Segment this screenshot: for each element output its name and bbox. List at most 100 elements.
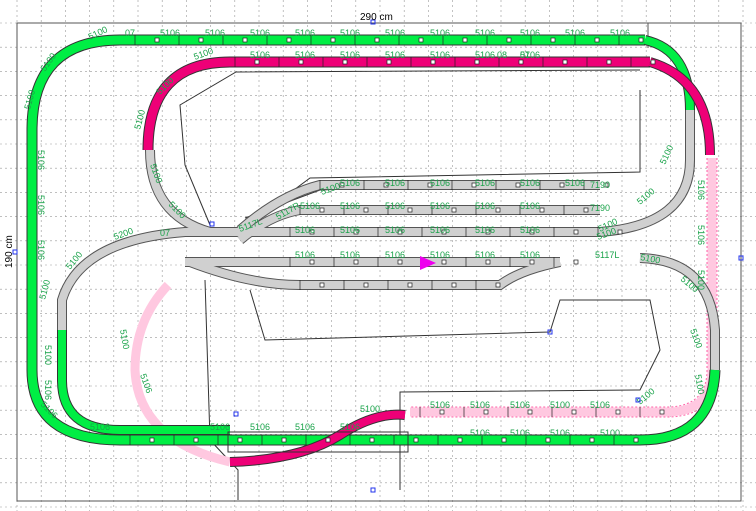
bottom-handle[interactable] <box>370 487 376 493</box>
track-piece-marker[interactable] <box>515 182 521 188</box>
track-piece-marker[interactable] <box>573 259 579 265</box>
track-piece-marker[interactable] <box>603 182 609 188</box>
track-piece-marker[interactable] <box>330 37 336 43</box>
track-label: 5106 <box>36 195 46 215</box>
track-piece-marker[interactable] <box>485 259 491 265</box>
track-piece-marker[interactable] <box>483 409 489 415</box>
track-label: 5106 <box>385 225 405 235</box>
track-piece-marker[interactable] <box>413 437 419 443</box>
track-piece-marker[interactable] <box>659 409 665 415</box>
track-label: 5106 <box>385 250 405 260</box>
track-piece-marker[interactable] <box>441 229 447 235</box>
track-label: 5106 <box>340 225 360 235</box>
track-piece-marker[interactable] <box>397 259 403 265</box>
track-piece-marker[interactable] <box>485 229 491 235</box>
planned-tracks <box>130 158 717 467</box>
height-handle[interactable] <box>12 249 18 255</box>
track-piece-marker[interactable] <box>518 59 524 65</box>
track-piece-marker[interactable] <box>457 437 463 443</box>
track-piece-marker[interactable] <box>471 182 477 188</box>
track-label: 5106 <box>565 28 585 38</box>
track-piece-marker[interactable] <box>339 182 345 188</box>
track-label: 5106 <box>430 178 450 188</box>
track-piece-marker[interactable] <box>617 229 623 235</box>
track-piece-marker[interactable] <box>545 437 551 443</box>
track-piece-marker[interactable] <box>539 207 545 213</box>
track-piece-marker[interactable] <box>462 37 468 43</box>
track-label: 5106 <box>250 28 270 38</box>
track-label: 5106 <box>430 250 450 260</box>
track-piece-marker[interactable] <box>589 437 595 443</box>
track-label: 5106 <box>610 28 630 38</box>
track-piece-marker[interactable] <box>342 59 348 65</box>
track-piece-marker[interactable] <box>559 182 565 188</box>
track-piece-marker[interactable] <box>439 409 445 415</box>
track-piece-marker[interactable] <box>319 282 325 288</box>
track-piece-marker[interactable] <box>529 259 535 265</box>
track-piece-marker[interactable] <box>606 59 612 65</box>
track-label: 5106 <box>430 50 450 60</box>
track-piece-marker[interactable] <box>501 437 507 443</box>
track-piece-marker[interactable] <box>281 437 287 443</box>
outer-loop-track <box>27 35 720 445</box>
track-piece-marker[interactable] <box>451 282 457 288</box>
track-piece-marker[interactable] <box>474 59 480 65</box>
track-piece-marker[interactable] <box>386 59 392 65</box>
track-piece-marker[interactable] <box>562 59 568 65</box>
track-label: 5100 <box>693 374 706 395</box>
track-piece-marker[interactable] <box>193 437 199 443</box>
track-piece-marker[interactable] <box>527 409 533 415</box>
track-piece-marker[interactable] <box>397 229 403 235</box>
siding-track <box>146 149 212 236</box>
track-label: 5106 <box>520 50 540 60</box>
track-piece-marker[interactable] <box>633 437 639 443</box>
track-piece-marker[interactable] <box>298 59 304 65</box>
track-piece-marker[interactable] <box>638 37 644 43</box>
track-piece-marker[interactable] <box>353 259 359 265</box>
track-piece-marker[interactable] <box>309 229 315 235</box>
track-piece-marker[interactable] <box>374 37 380 43</box>
track-piece-marker[interactable] <box>583 207 589 213</box>
track-piece-marker[interactable] <box>363 282 369 288</box>
track-piece-marker[interactable] <box>550 37 556 43</box>
track-piece-marker[interactable] <box>430 59 436 65</box>
track-piece-marker[interactable] <box>242 37 248 43</box>
track-piece-marker[interactable] <box>571 409 577 415</box>
track-piece-marker[interactable] <box>650 59 656 65</box>
track-piece-marker[interactable] <box>594 37 600 43</box>
track-piece-marker[interactable] <box>369 437 375 443</box>
track-piece-marker[interactable] <box>615 409 621 415</box>
track-label: 5106 <box>210 422 230 432</box>
train-marker-icon[interactable] <box>420 256 436 270</box>
track-piece-marker[interactable] <box>383 182 389 188</box>
track-piece-marker[interactable] <box>418 37 424 43</box>
track-piece-marker[interactable] <box>495 207 501 213</box>
track-piece-marker[interactable] <box>237 437 243 443</box>
track-label: 5106 <box>250 422 270 432</box>
track-label: 5106 <box>696 225 706 245</box>
track-piece-marker[interactable] <box>363 207 369 213</box>
track-piece-marker[interactable] <box>495 282 501 288</box>
track-piece-marker[interactable] <box>254 59 260 65</box>
track-piece-marker[interactable] <box>198 37 204 43</box>
track-piece-marker[interactable] <box>353 229 359 235</box>
track-piece-marker[interactable] <box>407 207 413 213</box>
track-piece-marker[interactable] <box>573 229 579 235</box>
track-piece-marker[interactable] <box>309 259 315 265</box>
track-piece-marker[interactable] <box>427 182 433 188</box>
right-handle[interactable] <box>738 255 744 261</box>
track-piece-marker[interactable] <box>149 437 155 443</box>
track-label: 5106 <box>430 201 450 211</box>
track-piece-marker[interactable] <box>529 229 535 235</box>
track-piece-marker[interactable] <box>451 207 457 213</box>
track-piece-marker[interactable] <box>441 259 447 265</box>
track-label: 5106 <box>295 225 315 235</box>
track-piece-marker[interactable] <box>319 207 325 213</box>
track-piece-marker[interactable] <box>154 37 160 43</box>
track-piece-marker[interactable] <box>407 282 413 288</box>
track-piece-marker[interactable] <box>506 37 512 43</box>
track-piece-marker[interactable] <box>286 37 292 43</box>
siding-track <box>58 110 694 330</box>
track-piece-marker[interactable] <box>325 437 331 443</box>
width-handle[interactable] <box>370 19 376 25</box>
